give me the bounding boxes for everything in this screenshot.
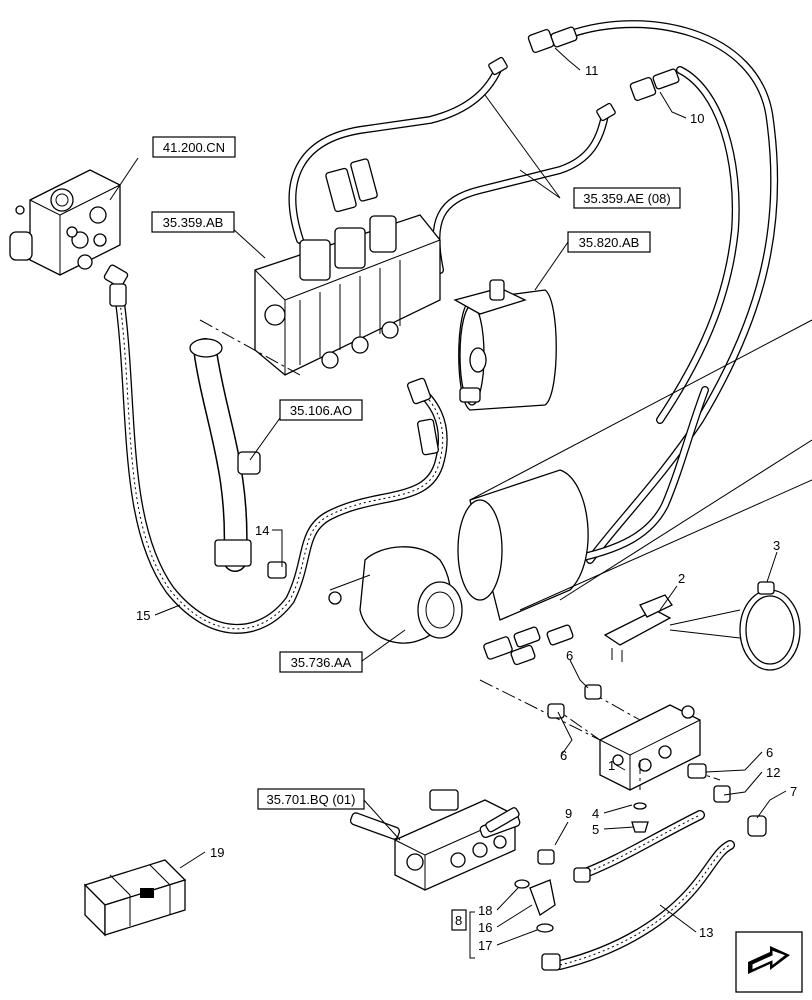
- svg-text:41.200.CN: 41.200.CN: [163, 140, 225, 155]
- callout-5: 5: [592, 822, 599, 837]
- callout-14: 14: [255, 523, 269, 538]
- callout-7: 7: [790, 784, 797, 799]
- manifold-block-1: [599, 704, 701, 791]
- hose-15: [103, 264, 448, 634]
- fitting-group-8: [514, 849, 556, 933]
- callout-6-right: 6: [766, 745, 773, 760]
- callout-2: 2: [678, 571, 685, 586]
- svg-text:35.359.AB: 35.359.AB: [163, 215, 224, 230]
- ref-box-35-701-bq[interactable]: 35.701.BQ (01): [257, 788, 365, 810]
- bracket-2: [603, 594, 741, 662]
- callout-6-left: 6: [560, 748, 567, 763]
- hoses-12-13: [541, 810, 735, 971]
- ref-box-35-106-ao[interactable]: 35.106.AO: [279, 399, 363, 421]
- steel-tubes: [288, 61, 709, 564]
- fitting-10: [596, 68, 680, 122]
- callout-8: 8: [455, 913, 462, 928]
- ref-box-35-820-ab[interactable]: 35.820.AB: [567, 231, 651, 253]
- callout-19: 19: [210, 845, 224, 860]
- kit-box-icon: [83, 859, 187, 937]
- callout-4: 4: [592, 806, 599, 821]
- ref-box-35-736-aa[interactable]: 35.736.AA: [279, 651, 363, 673]
- valve-block-41: [9, 169, 121, 276]
- callout-15: 15: [136, 608, 150, 623]
- callout-numbers: 11 10 15 14 2 3 6 6 1 4 5 9 6 12 7 13 8 …: [136, 63, 797, 953]
- ref-box-35-359-ae[interactable]: 35.359.AE (08): [573, 187, 681, 209]
- fitting-11: [488, 26, 578, 76]
- ref-box-35-359-ab[interactable]: 35.359.AB: [151, 211, 235, 233]
- callout-17: 17: [478, 938, 492, 953]
- kit-number-box: [451, 909, 467, 931]
- callout-18: 18: [478, 903, 492, 918]
- pump-assembly: [453, 279, 557, 411]
- next-page-arrow-icon[interactable]: [735, 931, 803, 993]
- reference-leaders: [109, 94, 569, 841]
- callout-3: 3: [773, 538, 780, 553]
- callout-13: 13: [699, 925, 713, 940]
- callout-12: 12: [766, 765, 780, 780]
- callout-leaders: [154, 47, 787, 959]
- svg-text:35.736.AA: 35.736.AA: [291, 655, 352, 670]
- svg-text:35.701.BQ (01): 35.701.BQ (01): [267, 792, 356, 807]
- svg-text:35.359.AE (08): 35.359.AE (08): [583, 191, 670, 206]
- hose-clamp-3: [739, 581, 801, 671]
- callout-6-top: 6: [566, 648, 573, 663]
- valve-block-35-701: [349, 789, 521, 891]
- svg-text:35.820.AB: 35.820.AB: [579, 235, 640, 250]
- callout-1: 1: [608, 758, 615, 773]
- callout-11: 11: [585, 63, 599, 78]
- cylinder-body: [328, 319, 812, 644]
- ref-box-41-200-cn[interactable]: 41.200.CN: [152, 136, 236, 158]
- manifold-fittings: [483, 624, 767, 837]
- upper-return-hoses: [556, 20, 779, 564]
- callout-9: 9: [565, 806, 572, 821]
- svg-text:35.106.AO: 35.106.AO: [290, 403, 352, 418]
- callout-16: 16: [478, 920, 492, 935]
- curved-pipe: [189, 338, 287, 579]
- control-valve-assembly: [254, 158, 441, 376]
- callout-10: 10: [690, 111, 704, 126]
